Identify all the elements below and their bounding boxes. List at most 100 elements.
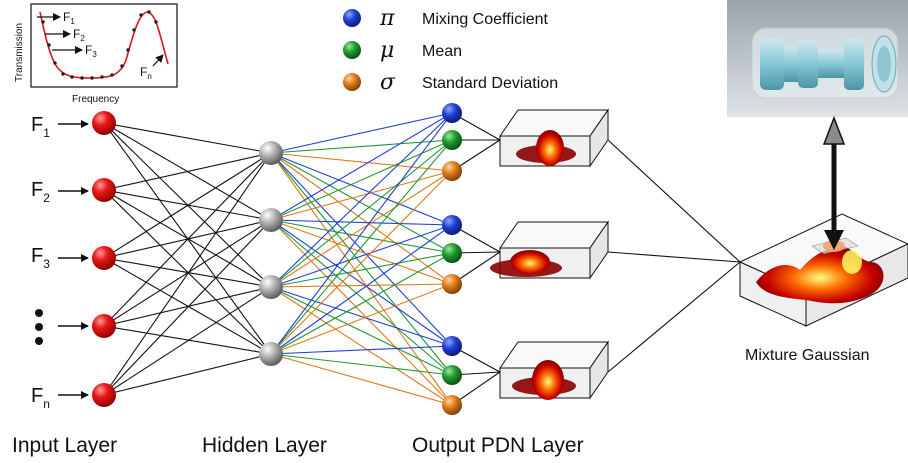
inset-chart: F1 F2 F3 Fn Transmission Frequency (14, 3, 178, 105)
output-node-sigma-3 (442, 395, 462, 415)
svg-text:Fn: Fn (140, 65, 152, 81)
legend-sigma-dot (343, 73, 361, 91)
edge-hidden-0-pi-0 (270, 112, 453, 154)
edge-hidden-3-pi-0 (270, 112, 453, 355)
hidden-node-1 (259, 141, 283, 165)
edge-hidden-2-pi-1 (270, 224, 453, 288)
hidden-node-2 (259, 208, 283, 232)
edge-hidden-2-mu-0 (270, 139, 453, 288)
edge-hidden-1-sigma-1 (270, 219, 453, 285)
edge-input-3-hidden-2 (103, 286, 272, 327)
input-ellipsis-icon (35, 309, 89, 345)
edge-hidden-2-sigma-1 (270, 283, 453, 288)
edge-hidden-3-pi-2 (270, 345, 453, 355)
edge-input-4-hidden-3 (103, 353, 272, 396)
edge-surface-1-mixture (607, 251, 741, 263)
edge-input-4-hidden-2 (103, 286, 272, 396)
input-label-fn: Fn (31, 385, 89, 411)
legend-pi-symbol: π (379, 6, 395, 31)
edge-input-3-hidden-0 (103, 152, 272, 327)
surface-2-peak (532, 360, 564, 400)
device-photo (727, 0, 908, 117)
legend-mu-dot (343, 41, 361, 59)
output-node-mu-3 (442, 365, 462, 385)
label-output-layer: Output PDN Layer (412, 434, 584, 457)
surface-0-side (589, 108, 609, 168)
edge-hidden-3-mu-0 (270, 139, 453, 355)
edge-hidden-2-sigma-2 (270, 286, 453, 406)
input-node-2 (92, 178, 116, 202)
label-hidden-layer: Hidden Layer (202, 434, 327, 457)
edge-hidden-2-pi-2 (270, 286, 453, 347)
edge-surface-0-mixture (607, 139, 741, 263)
edge-hidden-1-pi-1 (270, 219, 453, 226)
network-nodes (92, 103, 462, 415)
edge-hidden-2-pi-0 (270, 112, 453, 288)
edge-hidden-1-sigma-2 (270, 219, 453, 406)
surface-0-peak (536, 130, 564, 166)
edge-hidden-0-mu-2 (270, 152, 453, 376)
edge-hidden-0-mu-1 (270, 152, 453, 254)
output-node-sigma-1 (442, 161, 462, 181)
legend-mu-symbol: μ (380, 38, 394, 63)
svg-text:F1: F1 (31, 114, 50, 140)
output-node-mu-2 (442, 243, 462, 263)
edge-hidden-3-mu-2 (270, 353, 453, 376)
output-node-pi-2 (442, 215, 462, 235)
legend-pi-dot (343, 9, 361, 27)
input-label-f1: F1 (31, 114, 89, 140)
input-node-3 (92, 246, 116, 270)
legend-mu-label: Mean (422, 43, 462, 60)
edge-hidden-3-sigma-1 (270, 283, 453, 355)
edge-hidden-1-mu-0 (270, 139, 453, 221)
input-node-5 (92, 383, 116, 407)
legend-pi-label: Mixing Coefficient (422, 11, 549, 28)
edge-hidden-2-mu-1 (270, 252, 453, 288)
legend: π Mixing Coefficient μ Mean σ Standard D… (343, 6, 558, 95)
edge-hidden-1-pi-0 (270, 112, 453, 221)
inset-ylabel: Transmission (14, 23, 25, 82)
edge-hidden-1-pi-2 (270, 219, 453, 347)
surface-1-peak (510, 250, 550, 274)
edge-hidden-2-mu-2 (270, 286, 453, 376)
edge-input-4-hidden-0 (103, 152, 272, 396)
svg-text:F3: F3 (31, 245, 50, 271)
inset-points (41, 10, 158, 80)
surface-1-top (499, 221, 609, 249)
inset-arrow-f3: F3 (52, 43, 97, 59)
edge-hidden-3-sigma-2 (270, 353, 453, 406)
surface-2-side (589, 340, 609, 400)
label-mixture-gaussian: Mixture Gaussian (745, 347, 870, 364)
double-arrow-icon (822, 115, 846, 250)
hidden-node-4 (259, 342, 283, 366)
edge-hidden-0-pi-2 (270, 152, 453, 347)
mixture-gaussian-surface (738, 213, 908, 327)
edge-input-0-hidden-0 (103, 122, 272, 154)
photo-ring-3 (844, 38, 864, 90)
edge-hidden-3-sigma-0 (270, 170, 453, 355)
edge-hidden-0-sigma-2 (270, 152, 453, 406)
surface-1-side (589, 220, 609, 280)
edges-hidden-output (270, 112, 453, 406)
output-node-pi-1 (442, 103, 462, 123)
photo-end-hole (877, 46, 891, 82)
edge-hidden-1-mu-2 (270, 219, 453, 376)
edge-surface-2-mixture (607, 261, 741, 373)
label-input-layer: Input Layer (12, 434, 117, 457)
edge-input-3-hidden-1 (103, 219, 272, 327)
edge-hidden-0-pi-1 (270, 152, 453, 226)
svg-text:F3: F3 (85, 43, 97, 59)
edge-hidden-2-sigma-0 (270, 170, 453, 288)
inset-arrow-f1: F1 (37, 10, 75, 26)
edge-hidden-1-mu-1 (270, 219, 453, 254)
photo-neck-2 (818, 50, 844, 78)
output-node-pi-3 (442, 336, 462, 356)
edge-hidden-3-mu-1 (270, 252, 453, 355)
legend-sigma-label: Standard Deviation (422, 75, 558, 92)
svg-text:F2: F2 (31, 179, 50, 205)
edge-hidden-3-pi-1 (270, 224, 453, 355)
photo-ring-2 (798, 40, 818, 88)
input-node-4 (92, 314, 116, 338)
photo-ring-1 (760, 38, 784, 90)
